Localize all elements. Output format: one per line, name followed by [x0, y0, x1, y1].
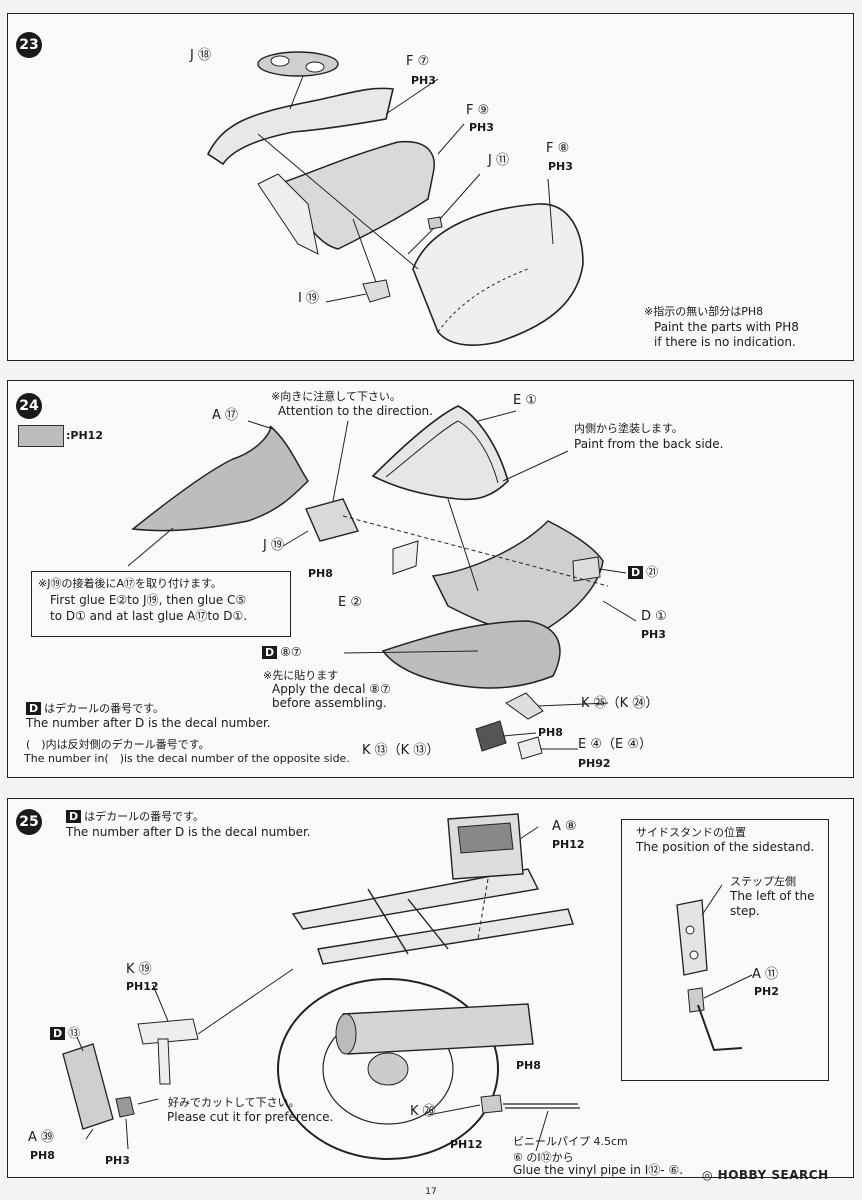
part-a11: A ⑪	[752, 967, 779, 982]
part-d1: D ①	[641, 609, 667, 624]
vinyl-pipe-jp: ビニールパイプ 4.5cm	[513, 1135, 628, 1148]
note-default-paint-en-2: if there is no indication.	[654, 335, 796, 349]
paint-a11: PH2	[754, 985, 779, 998]
paint-j19: PH8	[308, 567, 333, 580]
sidestand-inset: サイドスタンドの位置 The position of the sidestand…	[621, 819, 829, 1081]
part-k19: K ⑲	[126, 962, 152, 977]
part-e1: E ①	[513, 393, 538, 408]
note-default-paint-en-1: Paint the parts with PH8	[654, 320, 799, 334]
paint-a39: PH8	[30, 1149, 55, 1162]
cut-preference-en: Please cut it for preference.	[167, 1110, 334, 1124]
paint-back-jp: 内側から塗装します。	[574, 422, 683, 435]
decal-number-en-25: The number after D is the decal number.	[66, 825, 311, 839]
part-f8: F ⑧	[546, 141, 570, 156]
step-24-panel: 24 :PH12 ※向きに注意して	[7, 380, 854, 778]
part-j19: J ⑲	[263, 538, 284, 553]
attention-jp: ※向きに注意して下さい。	[271, 390, 401, 403]
paint-e4: PH92	[578, 757, 611, 770]
part-e2: E ②	[338, 595, 363, 610]
step-23-panel: 23 J ⑱ F ⑦ PH3 F ⑨ PH3 J ⑪ F ⑧ PH3 I ⑲ ※…	[7, 13, 854, 361]
part-a17: A ⑰	[212, 408, 239, 423]
paint-k25: PH8	[538, 726, 563, 739]
part-a8: A ⑧	[552, 819, 577, 834]
cut-preference-jp: 好みでカットして下さい。	[168, 1096, 300, 1109]
part-j11: J ⑪	[488, 153, 509, 168]
step-left-en-1: The left of the	[730, 889, 815, 903]
hobby-search-logo: ◎ HOBBY SEARCH	[702, 1168, 829, 1182]
part-k25: K ㉕（K ㉔）	[581, 696, 659, 711]
part-i19: I ⑲	[298, 291, 319, 306]
paint-k26-top: PH8	[516, 1059, 541, 1072]
paint-k26-bottom: PH12	[450, 1138, 483, 1151]
sidestand-en: The position of the sidestand.	[636, 840, 815, 854]
paint-a8: PH12	[552, 838, 585, 851]
part-f7: F ⑦	[406, 54, 430, 69]
glue-order-en-1: First glue E②to J⑲, then glue C⑤	[50, 593, 247, 607]
opposite-decal-en: The number in( )is the decal number of t…	[24, 752, 350, 765]
sidestand-illustration	[676, 884, 753, 1052]
part-k13: K ⑬（K ⑬）	[362, 743, 440, 758]
decal-first-jp: ※先に貼ります	[263, 669, 339, 682]
part-f9: F ⑨	[466, 103, 490, 118]
paint-back-en: Paint from the back side.	[574, 437, 724, 451]
decal-first-en-2: before assembling.	[272, 696, 387, 710]
step-number-25: 25	[16, 809, 42, 835]
sidestand-jp: サイドスタンドの位置	[636, 826, 746, 839]
opposite-decal-jp: ( )内は反対側のデカール番号です。	[26, 738, 210, 751]
vinyl-pipe-en: Glue the vinyl pipe in I⑫- ⑥.	[513, 1163, 684, 1177]
part-a39: A ㊴	[28, 1130, 55, 1145]
paint-d1: PH3	[641, 628, 666, 641]
glue-order-en-2: to D① and at last glue A⑰to D①.	[50, 609, 248, 623]
glue-order-jp: ※J⑲の接着後にA⑰を取り付けます。	[38, 577, 222, 590]
note-default-paint-jp: ※指示の無い部分はPH8	[644, 305, 764, 318]
vinyl-pipe-jp2: ⑥ のI⑫から	[513, 1151, 574, 1164]
part-j18: J ⑱	[190, 48, 211, 63]
attention-en: Attention to the direction.	[278, 404, 433, 418]
step-left-jp: ステップ左側	[730, 875, 796, 888]
paint-f7: PH3	[411, 74, 436, 87]
step-left-en-2: step.	[730, 904, 760, 918]
decal-number-en: The number after D is the decal number.	[26, 716, 271, 730]
step-25-illustration	[62, 813, 580, 1160]
paint-k19: PH12	[126, 980, 159, 993]
part-e4: E ④（E ④）	[578, 737, 653, 752]
step-23-illustration	[206, 51, 584, 346]
paint-legend-label: :PH12	[66, 429, 103, 442]
part-k26: K ㉖	[410, 1104, 436, 1119]
paint-f8: PH3	[548, 160, 573, 173]
glue-order-note: ※J⑲の接着後にA⑰を取り付けます。 First glue E②to J⑲, t…	[31, 571, 291, 637]
logo-icon: ◎	[702, 1168, 718, 1182]
step-24-illustration	[127, 405, 637, 760]
page-number: 17	[425, 1187, 437, 1197]
step-number-23: 23	[16, 32, 42, 58]
paint-h3: PH3	[105, 1154, 130, 1167]
paint-f9: PH3	[469, 121, 494, 134]
paint-legend-swatch	[18, 425, 64, 447]
step-number-24: 24	[16, 393, 42, 419]
decal-first-en-1: Apply the decal ⑧⑦	[272, 682, 391, 696]
